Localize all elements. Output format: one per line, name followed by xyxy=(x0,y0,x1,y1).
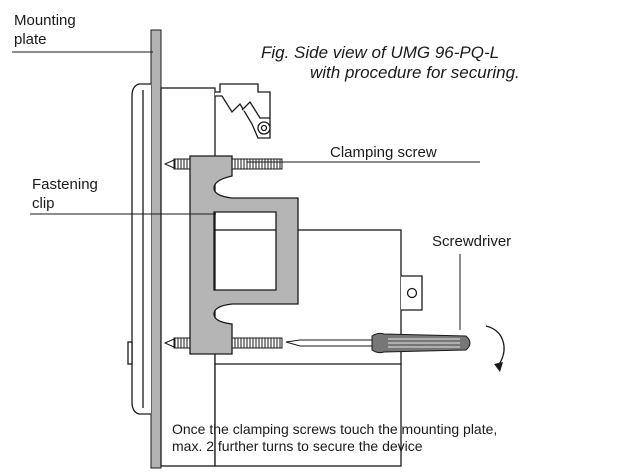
label-clamping-screw: Clamping screw xyxy=(330,144,437,161)
instruction-note-line1: Once the clamping screws touch the mount… xyxy=(172,421,498,437)
label-mounting-plate-line2: plate xyxy=(14,31,47,48)
label-screwdriver: Screwdriver xyxy=(432,233,512,250)
label-fastening-clip-line1: Fastening xyxy=(32,176,98,193)
curved-arrow-icon xyxy=(485,325,505,372)
figure-caption-line1: Fig. Side view of UMG 96-PQ-L xyxy=(261,43,500,62)
leader-lines xyxy=(12,51,480,330)
label-mounting-plate-line1: Mounting xyxy=(14,12,76,29)
mounting-plate xyxy=(150,29,162,469)
instruction-note-line2: max. 2 further turns to secure the devic… xyxy=(172,438,423,454)
label-fastening-clip-line2: clip xyxy=(32,195,55,212)
screwdriver xyxy=(285,332,471,354)
front-bezel xyxy=(127,83,151,415)
figure-caption-line2: with procedure for securing. xyxy=(310,63,520,82)
fastening-clip xyxy=(189,155,299,355)
